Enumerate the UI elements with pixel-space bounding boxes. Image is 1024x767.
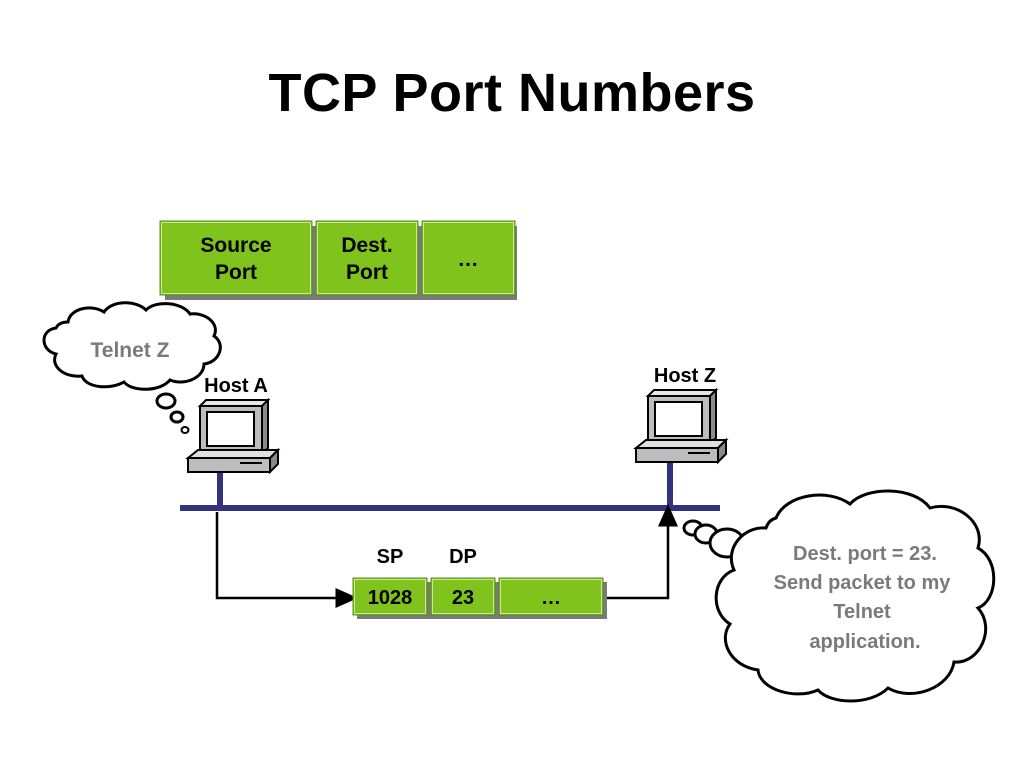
packet-fields: 1028 23 … xyxy=(352,577,607,619)
host-a-computer-icon xyxy=(185,397,281,475)
thought-bubble-dot xyxy=(155,392,177,410)
dest-port-line1: Dest. xyxy=(341,234,392,257)
page-title: TCP Port Numbers xyxy=(268,63,756,123)
thought-z-line2: Send packet to my xyxy=(774,572,952,594)
source-port-line1: Source xyxy=(200,234,271,257)
dest-port-line2: Port xyxy=(346,261,388,284)
packet-more-field: … xyxy=(498,577,604,616)
more-fields-label: … xyxy=(458,248,479,271)
thought-z-line4: application. xyxy=(809,631,920,653)
packet-flow-arrows xyxy=(215,504,678,608)
thought-z-line3: Telnet xyxy=(833,601,891,623)
host-z-computer-icon xyxy=(633,387,729,465)
packet-sp-field: 1028 xyxy=(352,577,428,616)
more-fields: … xyxy=(421,220,516,296)
dest-port-field: Dest. Port xyxy=(315,220,419,296)
thought-cloud-host-a: Telnet Z xyxy=(42,301,222,434)
network-segment xyxy=(180,463,720,511)
packet-dp-field: 23 xyxy=(430,577,496,616)
tcp-header-fields: Source Port Dest. Port … xyxy=(159,220,517,300)
dp-label: DP xyxy=(449,546,477,568)
host-z-label: Host Z xyxy=(654,365,716,387)
packet-more-label: … xyxy=(541,587,561,609)
host-a-label: Host A xyxy=(204,375,268,397)
packet-sp-value: 1028 xyxy=(368,587,413,609)
source-port-field: Source Port xyxy=(159,220,313,296)
thought-z-line1: Dest. port = 23. xyxy=(793,543,937,565)
thought-bubble-dot xyxy=(180,426,190,434)
source-port-line2: Port xyxy=(215,261,257,284)
thought-a-text: Telnet Z xyxy=(91,339,170,362)
thought-bubble-dot xyxy=(169,410,185,424)
thought-cloud-host-z: Dest. port = 23. Send packet to my Telne… xyxy=(682,489,996,703)
sp-label: SP xyxy=(377,546,404,568)
packet-dp-value: 23 xyxy=(452,587,474,609)
